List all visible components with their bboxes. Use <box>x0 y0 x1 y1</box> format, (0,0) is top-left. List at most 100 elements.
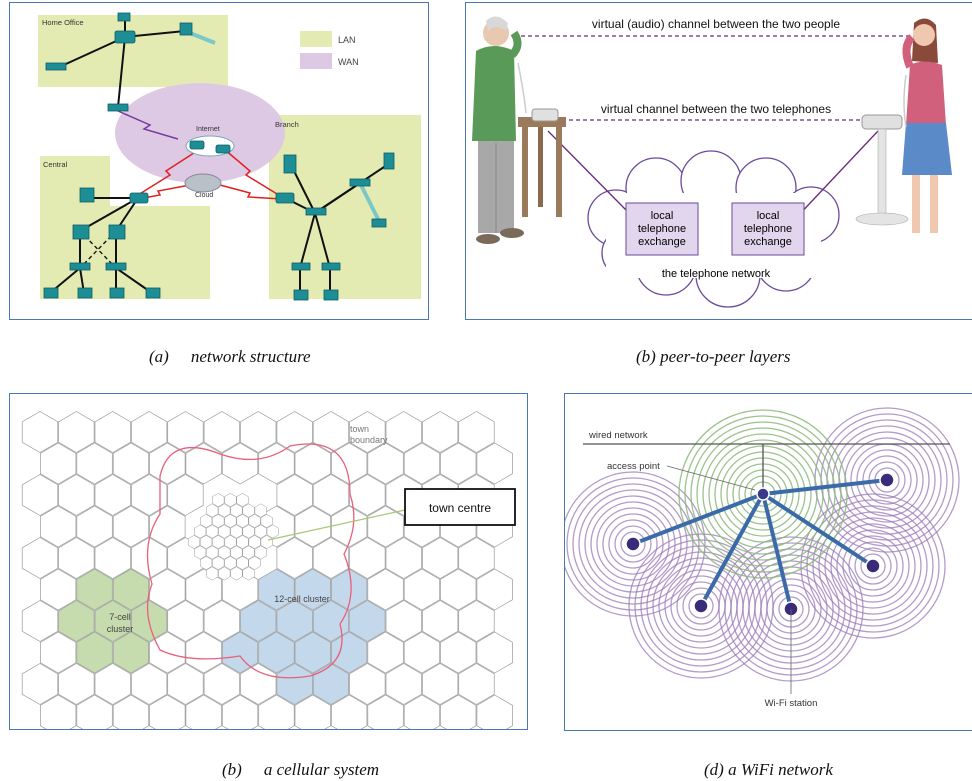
cell-hex <box>276 474 313 516</box>
small-cell-hex <box>266 524 279 539</box>
small-cell-hex <box>224 514 237 528</box>
cell-hex <box>58 474 95 516</box>
small-cell-hex <box>224 493 237 507</box>
caption-c-text: a cellular system <box>263 760 380 779</box>
legend-lan-swatch <box>300 31 332 47</box>
wifi-link <box>761 492 875 568</box>
cell-hex <box>76 505 113 548</box>
exchange-right-line2: telephone <box>744 223 792 235</box>
signal-ring <box>856 449 918 511</box>
cell-hex <box>203 663 240 705</box>
cloud-label: Cloud <box>195 192 213 199</box>
cell-hex <box>331 694 368 729</box>
wifi-station-node <box>865 558 881 574</box>
cluster7-label-2: cluster <box>107 624 134 634</box>
wifi-link <box>762 478 888 496</box>
exchange-left-line1: local <box>651 210 674 222</box>
cell-hex <box>349 537 386 579</box>
signal-ring <box>844 437 930 523</box>
signal-ring <box>842 535 904 597</box>
caption-peer-to-peer: (b) peer-to-peer layers <box>636 347 791 366</box>
cell-hex <box>40 694 77 729</box>
cell-hex <box>76 694 113 729</box>
cell-hex <box>203 411 240 453</box>
network-structure-diagram: LAN WAN Home Office Central Branch Inter… <box>38 12 421 301</box>
access-point-pointer <box>666 465 756 491</box>
signal-ring <box>860 553 886 579</box>
small-cell-hex <box>200 514 213 528</box>
panel-wifi-network: wired network access point Wi-Fi station <box>564 393 972 731</box>
signal-rings <box>565 407 960 682</box>
small-cell-hex <box>218 524 231 539</box>
signal-ring <box>824 517 922 615</box>
cell-hex <box>203 600 240 642</box>
cell-hex <box>149 442 186 485</box>
cell-hex <box>276 663 313 705</box>
cell-hex <box>403 442 441 485</box>
signal-ring <box>800 493 946 639</box>
signal-ring <box>838 431 936 529</box>
signal-ring <box>684 415 842 573</box>
signal-ring <box>688 593 714 619</box>
exchange-left-line2: telephone <box>638 223 686 235</box>
small-cell-hex <box>206 524 219 539</box>
town-boundary-label-1: town <box>350 424 369 434</box>
small-cell-hex <box>218 566 231 581</box>
cell-hex <box>167 411 204 453</box>
virtual-audio-label: virtual (audio) channel between the two … <box>592 17 840 31</box>
caption-c-letter: (b) <box>222 760 242 779</box>
cluster7-label-1: 7-cell <box>109 612 131 622</box>
caption-a-text: network structure <box>190 347 311 366</box>
legend-wan-label: WAN <box>338 57 359 67</box>
cell-hex <box>131 663 168 705</box>
small-cell-hex <box>206 503 219 518</box>
small-cell-hex <box>187 535 201 549</box>
cell-hex <box>403 694 441 729</box>
cell-hex <box>403 568 441 611</box>
cell-hex <box>58 663 95 705</box>
cell-hex <box>21 411 59 453</box>
signal-ring <box>572 483 694 605</box>
small-cell-hex <box>212 493 225 507</box>
hex-grid <box>21 411 513 729</box>
cell-hex <box>385 537 422 579</box>
wifi-link <box>632 492 764 546</box>
signal-ring <box>584 495 682 593</box>
cell-hex <box>240 411 277 453</box>
cell-hex <box>112 694 150 729</box>
small-cell-hex <box>230 566 243 581</box>
cell-hex <box>258 442 295 485</box>
cell-hex <box>367 631 404 674</box>
small-cell-hex <box>218 545 231 560</box>
cell-hex <box>112 505 150 548</box>
small-cell-hex <box>248 556 261 570</box>
cell-hex <box>112 631 150 674</box>
legend-lan-label: LAN <box>338 35 356 45</box>
small-cell-hex <box>224 556 237 570</box>
right-telephone-stand <box>855 114 909 226</box>
cell-hex <box>476 631 513 674</box>
cell-hex <box>131 474 168 516</box>
wifi-diagram: wired network access point Wi-Fi station <box>565 407 960 709</box>
signal-ring <box>565 471 706 617</box>
cell-hex <box>221 694 259 729</box>
home-office-label: Home Office <box>42 18 84 27</box>
cell-hex <box>40 442 77 485</box>
cell-hex <box>422 663 459 705</box>
cell-hex <box>312 411 350 453</box>
exchange-right-line3: exchange <box>744 236 792 248</box>
signal-ring <box>862 455 912 505</box>
cell-hex <box>131 411 168 453</box>
wan-area <box>115 83 285 183</box>
cell-hex <box>149 568 186 611</box>
cell-hex <box>258 694 295 729</box>
signal-ring <box>708 439 818 549</box>
peer-to-peer-diagram: virtual (audio) channel between the two … <box>472 16 952 308</box>
signal-ring <box>832 425 942 535</box>
wifi-station-node <box>625 536 641 552</box>
signal-ring <box>566 477 700 611</box>
exchange-left-line3: exchange <box>638 236 686 248</box>
small-cell-hex <box>260 514 273 528</box>
cell-hex <box>440 694 477 729</box>
cell-hex <box>458 600 495 642</box>
